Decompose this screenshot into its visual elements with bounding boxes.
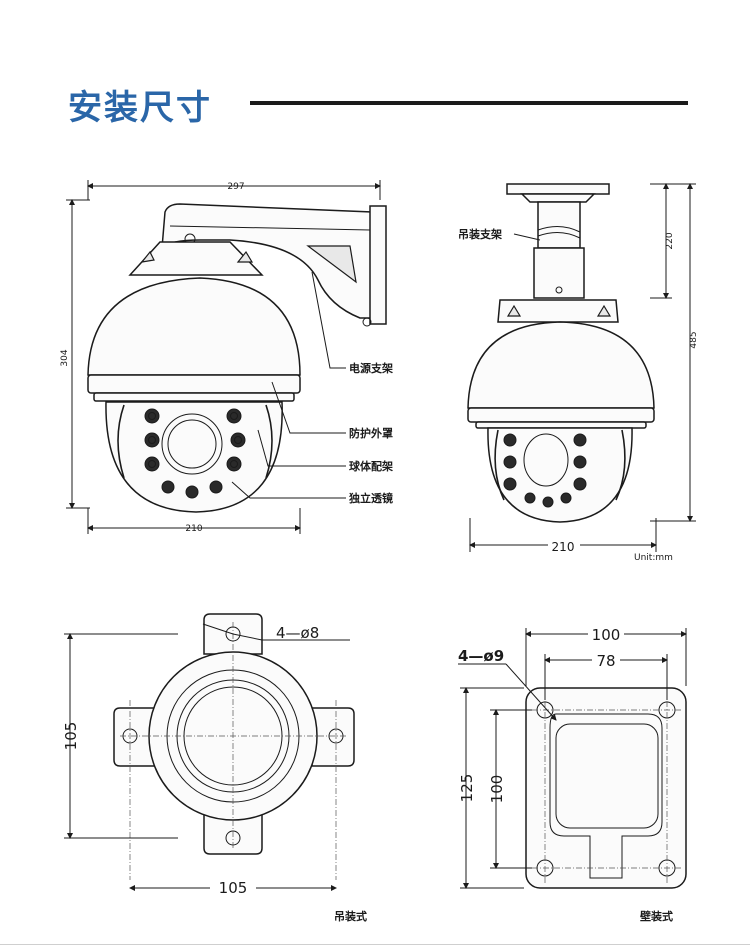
title-rule [250,101,688,105]
dim-210-pendant: 210 [552,540,575,554]
callout-power-bracket: 电源支架 [349,361,393,375]
callout-ball-frame: 球体配架 [349,459,393,473]
dim-125: 125 [458,774,476,803]
wall-mount-plan: 100 78 125 100 4—ø9 壁装式 [458,626,687,923]
dim-100-outer: 100 [592,626,621,644]
dim-105-horizontal: 105 [219,879,248,897]
holes-4-phi9: 4—ø9 [458,647,504,665]
callout-lens: 独立透镜 [348,491,393,505]
holes-4-phi8: 4—ø8 [276,624,319,642]
ir-leds-pendant [503,433,587,508]
pendant-view: 220 485 210 Unit:mm 吊装支架 [458,183,699,563]
dim-100-inner: 100 [488,775,506,804]
caption-ceiling: 吊装式 [334,909,367,923]
ceiling-mount-plan: 4—ø8 105 105 吊装式 [62,613,367,923]
dim-220: 220 [665,232,675,249]
footer-rule [0,944,750,945]
caption-wall: 壁装式 [640,909,673,923]
label-pendant-bracket: 吊装支架 [458,227,502,241]
dim-78: 78 [596,652,615,670]
dim-297: 297 [227,182,244,192]
ir-leds-side [144,408,246,499]
page-title: 安装尺寸 [68,88,212,128]
dim-304: 304 [60,349,70,366]
dim-105-vertical: 105 [62,722,80,751]
callout-protective-cover: 防护外罩 [349,426,393,440]
unit-label: Unit:mm [634,553,673,563]
dim-210-side: 210 [185,524,202,534]
side-view: 297 304 210 [60,180,393,534]
dim-485: 485 [689,331,699,348]
